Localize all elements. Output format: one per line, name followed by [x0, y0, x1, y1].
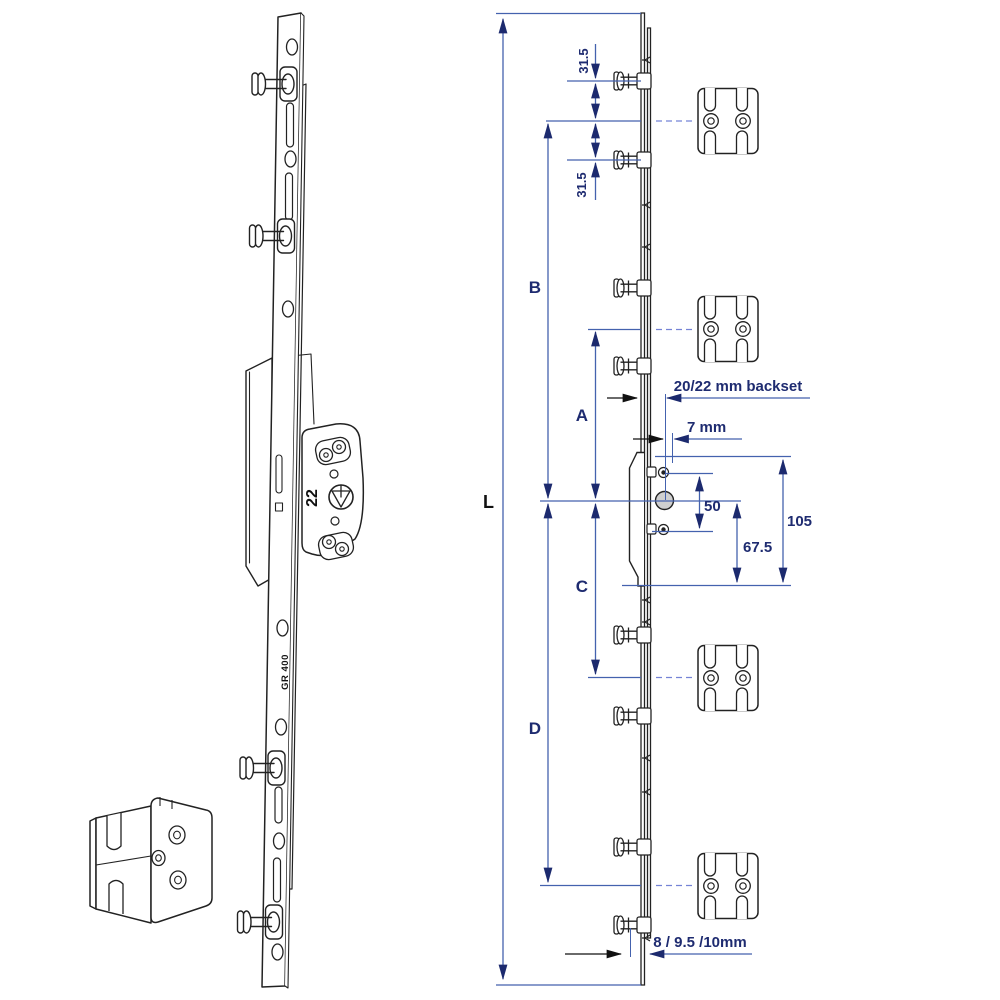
dim-7mm-label: 7 mm: [687, 419, 726, 436]
striker-keep: [697, 295, 759, 363]
mushroom-cam-iso: [236, 904, 284, 940]
gearbox-housing-side: [628, 451, 644, 587]
dim-faceplate-label: 8 / 9.5 /10mm: [653, 934, 746, 951]
mushroom-cam: [613, 625, 652, 645]
dim-L-label: L: [483, 492, 494, 512]
mushroom-cam: [613, 356, 652, 376]
faceplate-slot: [275, 454, 283, 494]
dim-D-label: D: [529, 719, 541, 738]
screw-holes: [271, 38, 299, 961]
dim-C-label: C: [576, 577, 588, 596]
dim-50-label: 50: [704, 498, 721, 515]
keep-isometric: [89, 797, 213, 924]
striker-keep: [697, 852, 759, 920]
mushroom-cam: [613, 706, 652, 726]
mushroom-cam: [613, 837, 652, 857]
mushroom-cam: [613, 278, 652, 298]
dim-backset-label: 20/22 mm backset: [674, 378, 802, 395]
adjustment-slots: [272, 102, 295, 903]
espagnolette-lock-isometric: 22 GR 400: [236, 12, 365, 989]
mushroom-cam: [613, 915, 652, 935]
dimension-diagram: L 31.5 31.5 B A C D 20/22 mm backset 7 m…: [483, 12, 812, 986]
mushroom-cam-iso: [239, 750, 286, 786]
dimension-lines: [496, 12, 810, 986]
spindle-triangle: [331, 484, 351, 508]
dim-315-upper-label: 31.5: [576, 48, 591, 73]
dim-315-lower-label: 31.5: [574, 172, 589, 197]
rail-marking: GR 400: [280, 654, 291, 690]
keep-centre-dashed-lines: [656, 120, 696, 887]
dim-675-label: 67.5: [743, 539, 772, 556]
mushroom-cam-iso: [251, 66, 298, 102]
mushroom-cam-iso: [248, 218, 296, 254]
gearbox-marking: 22: [304, 489, 321, 507]
dim-105-label: 105: [787, 513, 812, 530]
dim-A-label: A: [576, 406, 588, 425]
faceplate-thickness: [284, 12, 305, 989]
gearbox-backplate: [245, 357, 273, 587]
striker-keep: [697, 87, 759, 155]
dim-B-label: B: [529, 278, 541, 297]
faceplate-notch: [274, 502, 284, 512]
striker-keep: [697, 644, 759, 712]
gearbox-housing-iso: [301, 423, 365, 561]
